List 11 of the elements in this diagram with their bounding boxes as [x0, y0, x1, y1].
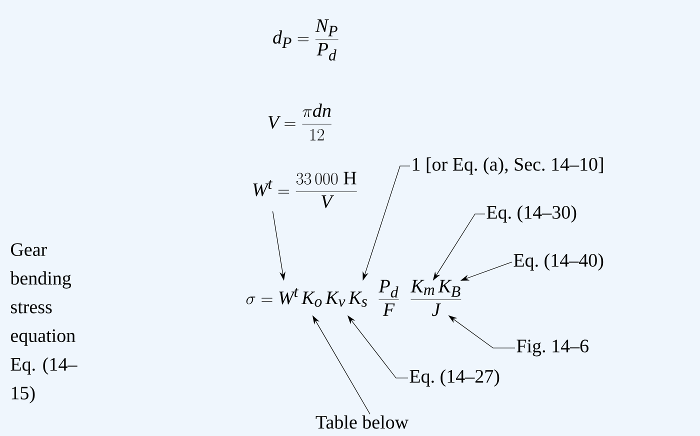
formula: $d_P = \frac{N_P}{P_d}$ — [273, 19, 338, 61]
formula: $V = \frac{\pi d n}{12}$ — [268, 104, 332, 140]
reference-text: Fig. 14–6 — [516, 340, 588, 356]
caption-text: Gear bending stress equation Eq. (14–15) — [10, 243, 78, 404]
formula: $W^t = \frac{33\,000\ \mathrm{H}}{V}$ — [253, 172, 357, 208]
reference-text: Eq. (14–30) — [486, 205, 576, 223]
formula: $\sigma = W^t \, K_o \, K_v \, K_s \;\; \frac{P_d}{F} \;\; \frac{K_m \, K_B}{J}$ — [246, 280, 462, 316]
reference-text: Eq. (14–27) — [410, 369, 500, 387]
reference-text: Table below — [316, 415, 408, 429]
reference-text: Eq. (14–40) — [514, 253, 604, 271]
reference-text: 1 [or Eq. (a), Sec. 14–10] — [412, 157, 603, 175]
